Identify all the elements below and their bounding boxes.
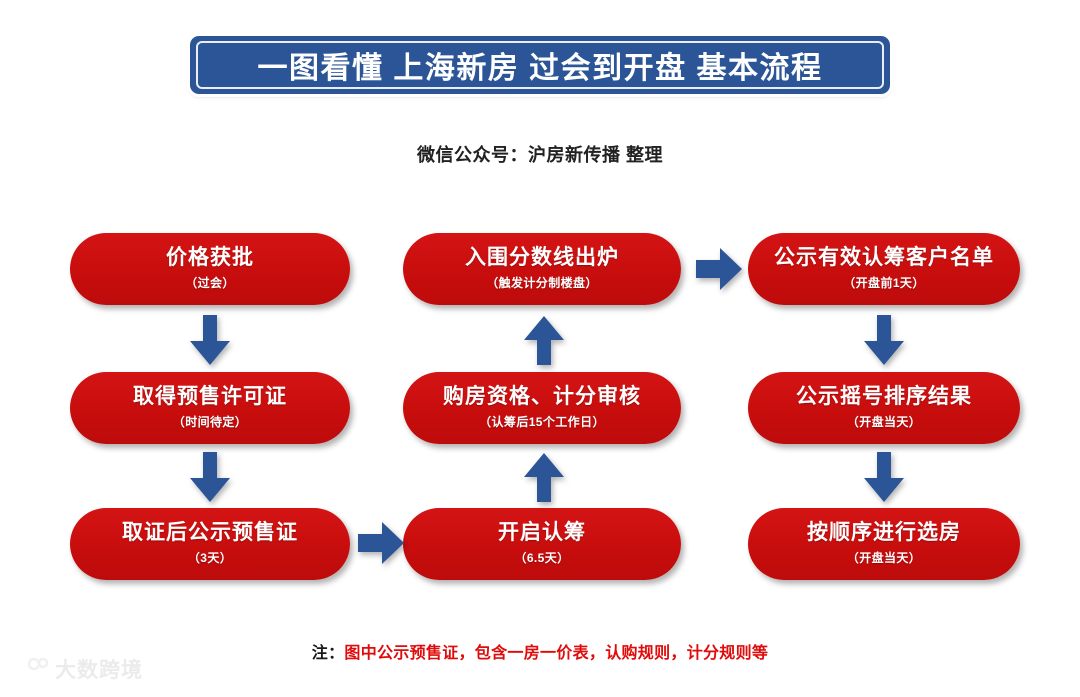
subtitle-source-credit: 微信公众号：沪房新传播 整理: [417, 145, 663, 165]
flow-node-subtitle: （开盘当天）: [846, 415, 922, 430]
arrow-down-icon: [188, 452, 232, 504]
flow-node-title: 开启认筹: [498, 520, 586, 544]
flow-node-subtitle: （3天）: [187, 551, 233, 566]
arrow-up-icon: [522, 452, 566, 504]
flow-node-open-subscription: 开启认筹 （6.5天）: [403, 508, 681, 580]
flow-node-title: 按顺序进行选房: [807, 520, 961, 544]
flow-node-subtitle: （过会）: [185, 276, 235, 291]
footnote-label: 注：: [311, 645, 345, 662]
flow-node-title: 价格获批: [166, 245, 254, 269]
arrow-down-icon: [188, 315, 232, 367]
watermark: 大数跨境: [14, 654, 143, 684]
flow-node-title: 公示摇号排序结果: [796, 384, 972, 408]
footnote: 注：图中公示预售证，包含一房一价表，认购规则，计分规则等: [0, 639, 1080, 663]
flow-node-qualification-review: 购房资格、计分审核 （认筹后15个工作日）: [403, 372, 681, 444]
watermark-text: 大数跨境: [55, 659, 143, 682]
page-title: 一图看懂 上海新房 过会到开盘 基本流程: [257, 52, 823, 85]
flow-node-title: 公示有效认筹客户名单: [774, 245, 994, 269]
flow-node-subtitle: （6.5天）: [514, 551, 570, 566]
watermark-logo-icon: [14, 656, 49, 682]
flow-node-publicize-presale-cert: 取证后公示预售证 （3天）: [70, 508, 350, 580]
arrow-right-icon: [696, 246, 744, 292]
arrow-down-icon: [862, 452, 906, 504]
flow-node-select-unit: 按顺序进行选房 （开盘当天）: [748, 508, 1020, 580]
flow-node-title: 取得预售许可证: [133, 384, 287, 408]
flow-node-title: 购房资格、计分审核: [443, 384, 641, 408]
footnote-body: 图中公示预售证，包含一房一价表，认购规则，计分规则等: [344, 645, 769, 662]
arrow-up-icon: [522, 315, 566, 367]
flow-node-subtitle: （触发计分制楼盘）: [486, 276, 598, 291]
flow-node-score-cutoff: 入围分数线出炉 （触发计分制楼盘）: [403, 233, 681, 305]
flow-node-subtitle: （认筹后15个工作日）: [479, 415, 605, 430]
flow-node-publicize-valid-clients: 公示有效认筹客户名单 （开盘前1天）: [748, 233, 1020, 305]
page-title-banner: 一图看懂 上海新房 过会到开盘 基本流程: [190, 36, 890, 94]
flow-node-title: 取证后公示预售证: [122, 520, 298, 544]
arrow-right-icon: [358, 520, 406, 566]
flow-node-presale-permit: 取得预售许可证 （时间待定）: [70, 372, 350, 444]
flow-node-title: 入围分数线出炉: [465, 245, 619, 269]
flow-node-subtitle: （时间待定）: [172, 415, 248, 430]
flow-node-subtitle: （开盘当天）: [846, 551, 922, 566]
flow-node-price-approval: 价格获批 （过会）: [70, 233, 350, 305]
arrow-down-icon: [862, 315, 906, 367]
flow-node-publicize-lottery-result: 公示摇号排序结果 （开盘当天）: [748, 372, 1020, 444]
flow-node-subtitle: （开盘前1天）: [843, 276, 925, 291]
